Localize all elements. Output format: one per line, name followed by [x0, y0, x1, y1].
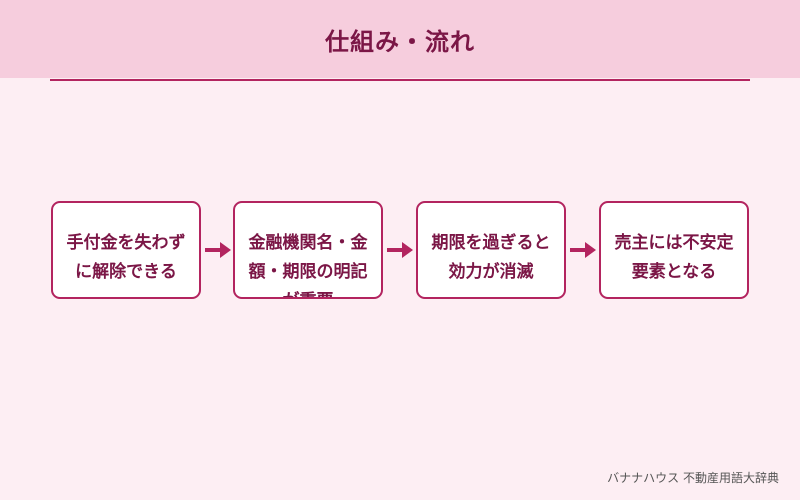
flow-step-2: 金融機関名・金額・期限の明記が重要: [233, 201, 383, 299]
arrow-right-icon: [205, 242, 231, 258]
arrow-right-icon: [570, 242, 596, 258]
flow-step-2-label: 金融機関名・金額・期限の明記が重要: [248, 233, 368, 297]
flow-step-1: 手付金を失わずに解除できる: [51, 201, 201, 299]
flow-step-4-label: 売主には不安定要素となる: [614, 233, 734, 282]
arrow-right-icon: [387, 242, 413, 258]
page-title: 仕組み・流れ: [325, 28, 475, 56]
title-divider: [50, 79, 750, 81]
header-band: [0, 0, 800, 78]
flow-step-3-label: 期限を過ぎると効力が消滅: [431, 233, 551, 282]
flow-step-4: 売主には不安定要素となる: [599, 201, 749, 299]
flow-step-3: 期限を過ぎると効力が消滅: [416, 201, 566, 299]
footer-credit: バナナハウス 不動産用語大辞典: [607, 471, 779, 485]
flow-step-1-label: 手付金を失わずに解除できる: [66, 233, 186, 282]
